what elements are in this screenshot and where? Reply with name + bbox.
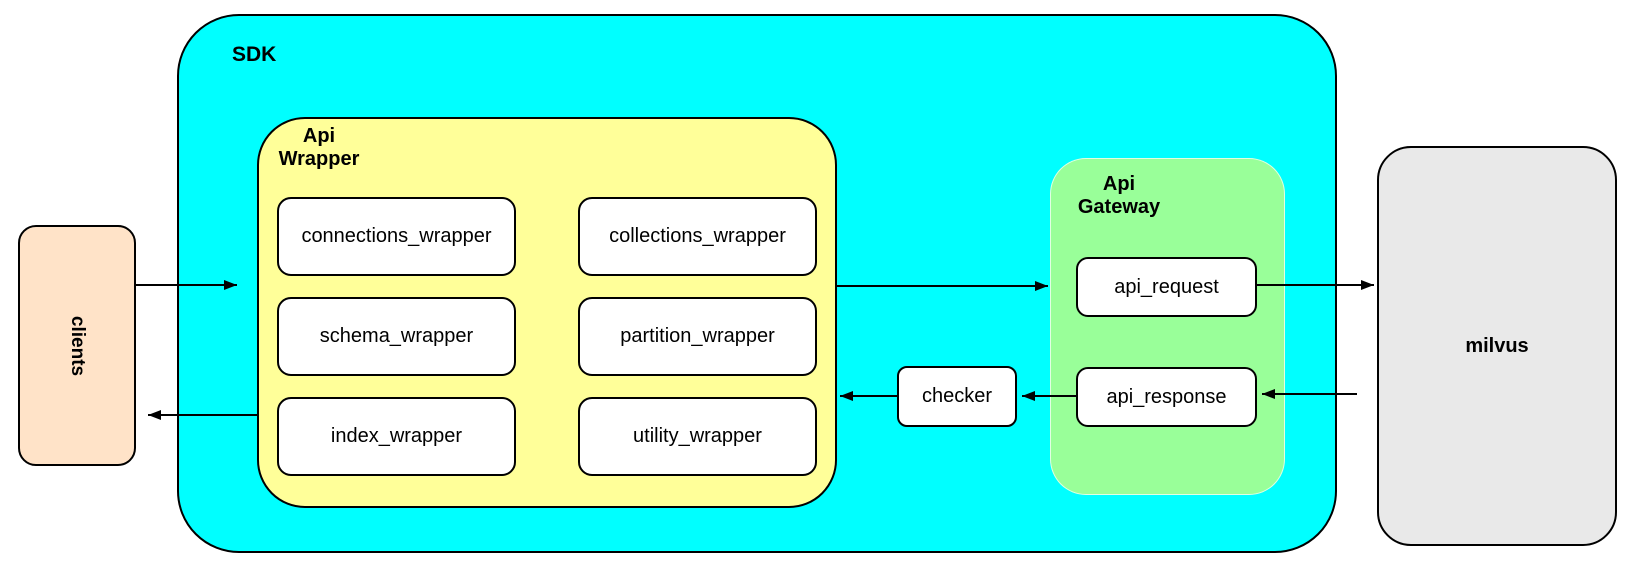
partition-wrapper-label: partition_wrapper	[620, 325, 775, 347]
milvus-label: milvus	[1465, 334, 1529, 357]
schema-wrapper-node: schema_wrapper	[277, 297, 516, 376]
connections-wrapper-node: connections_wrapper	[277, 197, 516, 276]
collections-wrapper-node: collections_wrapper	[578, 197, 817, 276]
api-gateway-label: Api Gateway	[1077, 173, 1161, 218]
connections-wrapper-label: connections_wrapper	[301, 225, 492, 247]
collections-wrapper-label: collections_wrapper	[609, 225, 786, 247]
partition-wrapper-node: partition_wrapper	[578, 297, 817, 376]
checker-label: checker	[921, 385, 993, 407]
sdk-label: SDK	[232, 43, 277, 66]
clients-label: clients	[67, 315, 88, 376]
api-response-label: api_response	[1106, 385, 1227, 408]
schema-wrapper-label: schema_wrapper	[319, 325, 474, 347]
checker-node: checker	[897, 366, 1017, 427]
milvus-node: milvus	[1377, 146, 1617, 546]
api-response-node: api_response	[1076, 367, 1257, 427]
api-request-node: api_request	[1076, 257, 1257, 317]
clients-node: clients	[18, 225, 136, 466]
api-wrapper-label: Api Wrapper	[278, 125, 360, 170]
utility-wrapper-label: utility_wrapper	[633, 425, 762, 447]
utility-wrapper-node: utility_wrapper	[578, 397, 817, 476]
api-request-label: api_request	[1114, 275, 1219, 298]
api-gateway-container: Api Gateway	[1050, 158, 1285, 495]
index-wrapper-node: index_wrapper	[277, 397, 516, 476]
index-wrapper-label: index_wrapper	[330, 425, 463, 447]
